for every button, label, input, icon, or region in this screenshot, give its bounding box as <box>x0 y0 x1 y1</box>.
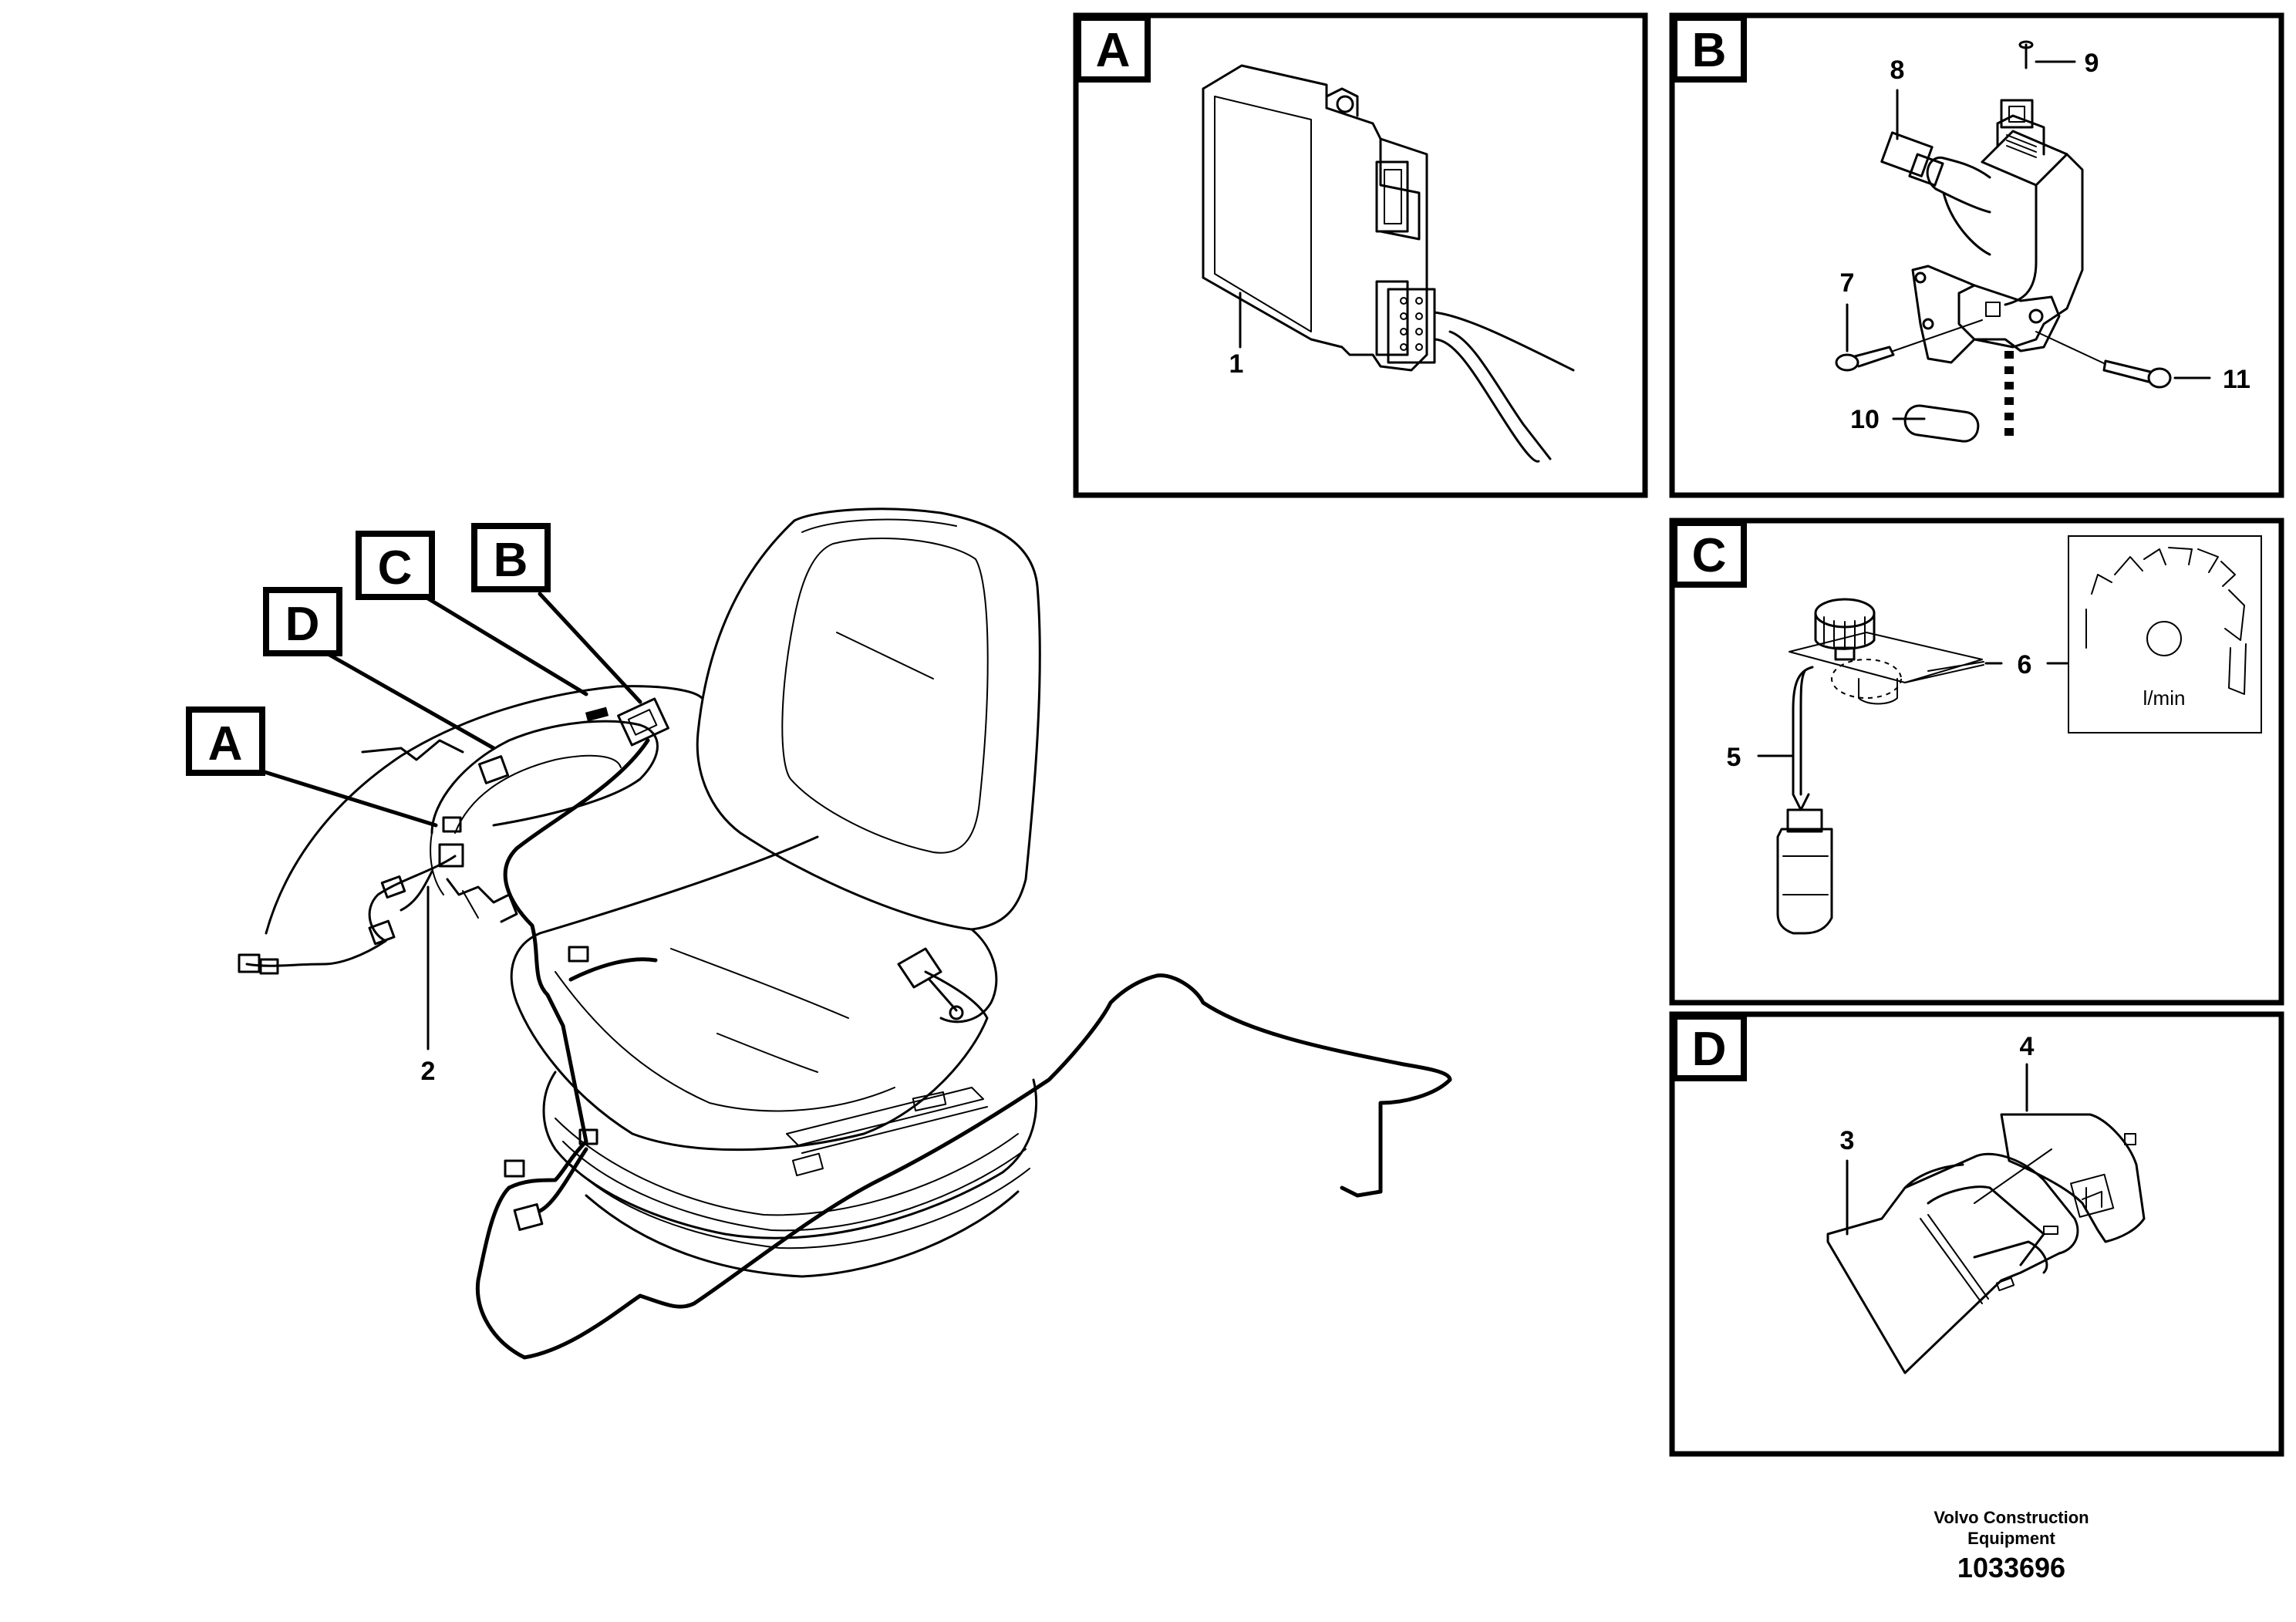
part-label-6: 6 <box>2018 650 2032 679</box>
part-label-5: 5 <box>1727 743 1741 772</box>
part-label-9: 9 <box>2085 49 2099 78</box>
svg-text:C: C <box>378 541 413 595</box>
main-tag-B[interactable]: B <box>471 523 551 592</box>
main-tag-A[interactable]: A <box>186 706 265 776</box>
switch-panel-illustration <box>1826 1113 2146 1374</box>
part-label-3: 3 <box>1840 1126 1855 1155</box>
detail-tag-B: B <box>1692 24 1727 77</box>
part-label-10: 10 <box>1850 405 1880 434</box>
footer-company-line1: Volvo Construction <box>1934 1508 2089 1527</box>
detail-panel-B: B <box>1669 12 2284 498</box>
part-label-1: 1 <box>1229 349 1244 379</box>
part-label-2: 2 <box>421 1057 436 1086</box>
seat-assembly-illustration <box>510 508 1041 1278</box>
footer-company-line2: Equipment <box>1967 1529 2055 1548</box>
joystick-lever-illustration <box>1835 40 2172 443</box>
svg-text:D: D <box>285 598 320 651</box>
gauge-unit-label: l/min <box>2143 686 2186 710</box>
part-label-7: 7 <box>1840 268 1855 298</box>
part-label-11: 11 <box>2223 365 2250 394</box>
main-tag-D[interactable]: D <box>263 587 342 656</box>
detail-panel-A: A 1 <box>1073 12 1648 498</box>
drawing-number: 1033696 <box>1957 1552 2065 1583</box>
part-label-4: 4 <box>2020 1032 2035 1061</box>
detail-tag-A: A <box>1096 24 1131 77</box>
detail-tag-C: C <box>1692 529 1727 582</box>
wiring-harness-illustration <box>238 738 1452 1360</box>
main-tag-C[interactable]: C <box>356 531 435 600</box>
svg-text:B: B <box>494 534 528 587</box>
tag-leader-lines <box>260 592 642 1050</box>
potentiometer-illustration <box>1776 598 1983 935</box>
detail-tag-D: D <box>1692 1023 1727 1076</box>
part-label-8: 8 <box>1890 56 1905 85</box>
detail-panel-D: D 4 3 <box>1669 1011 2284 1457</box>
detail-panel-C: C <box>1669 518 2284 1006</box>
control-unit-illustration <box>1202 64 1575 463</box>
flow-gauge-inset: l/min <box>2068 535 2262 733</box>
armrest-console-illustration <box>265 685 703 935</box>
footer-block: Volvo Construction Equipment 1033696 <box>1934 1508 2089 1583</box>
svg-text:A: A <box>208 717 243 771</box>
